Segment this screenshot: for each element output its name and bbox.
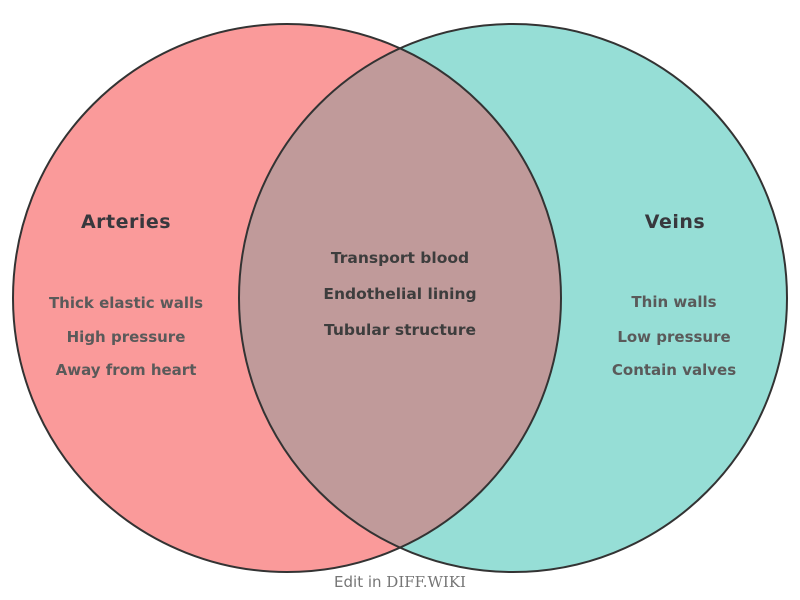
edit-link-brand: DIFF.WIKI (386, 573, 466, 591)
left-item: High pressure (66, 328, 186, 346)
left-circle-title: Arteries (80, 211, 172, 233)
right-circle-title: Veins (644, 211, 706, 233)
edit-link-prefix: Edit in (334, 573, 387, 591)
intersection-item: Transport blood (330, 249, 470, 267)
left-item: Thick elastic walls (48, 294, 204, 312)
edit-link[interactable]: Edit in DIFF.WIKI (334, 573, 466, 591)
intersection-item: Endothelial lining (323, 285, 477, 303)
left-item: Away from heart (55, 361, 197, 379)
right-circle-outline (238, 23, 788, 573)
intersection-item: Tubular structure (324, 321, 476, 339)
right-item: Contain valves (611, 361, 737, 379)
right-item: Thin walls (631, 293, 717, 311)
overlap-region (239, 24, 561, 572)
left-circle-outline (12, 23, 562, 573)
right-item: Low pressure (617, 328, 731, 346)
